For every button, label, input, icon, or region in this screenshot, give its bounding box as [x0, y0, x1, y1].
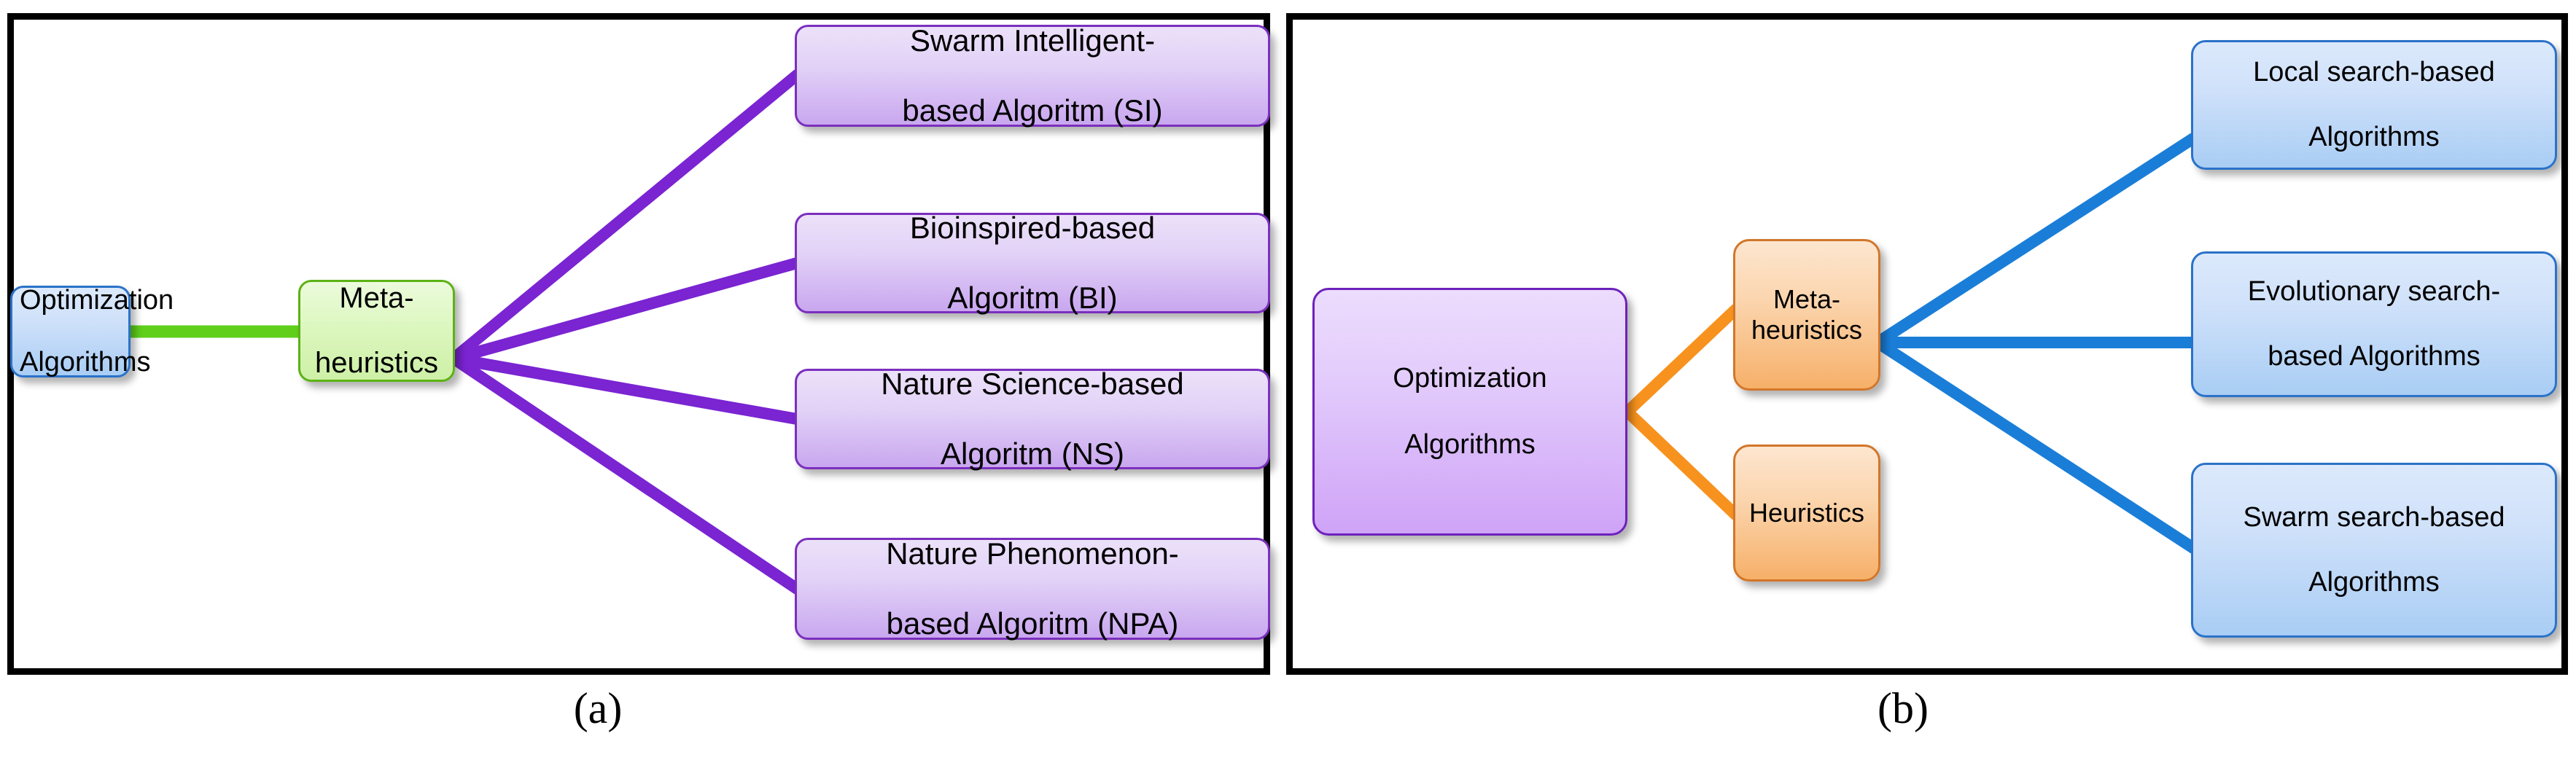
node-a-nature-science-based-label: Nature Science-based Algoritm (NS)	[804, 367, 1261, 471]
node-b-local-search-based-label: Local search-based Algorithms	[2201, 56, 2548, 154]
node-b-swarm-search-based-label: Swarm search-based Algorithms	[2201, 501, 2548, 599]
node-a-optimization-algorithms-label: Optimization Algorithms	[20, 285, 174, 378]
line-1: Swarm Intelligent-	[909, 23, 1156, 58]
line-2: Algorithms	[2308, 122, 2440, 153]
node-a-bioinspired-based-label: Bioinspired-based Algoritm (BI)	[804, 211, 1261, 316]
caption-panel-a: (a)	[573, 684, 623, 732]
node-b-swarm-search-based[interactable]: Swarm search-based Algorithms	[2191, 463, 2557, 638]
line-2: based Algorithms	[2268, 341, 2480, 372]
node-a-nature-phenomenon-based[interactable]: Nature Phenomenon- based Algoritm (NPA)	[795, 536, 1270, 641]
node-a-meta-heuristics-label: Meta- heuristics	[308, 282, 445, 380]
line-1: Optimization	[1393, 362, 1547, 394]
line-2: Algorithms	[2308, 567, 2440, 598]
line-2: Algorithms	[20, 347, 151, 378]
caption-panel-b: (b)	[1877, 684, 1929, 732]
node-b-heuristics[interactable]: Heuristics	[1733, 445, 1880, 582]
line-2: Algoritm (BI)	[947, 280, 1118, 315]
node-b-local-search-based[interactable]: Local search-based Algorithms	[2191, 40, 2557, 170]
node-a-swarm-intelligent-based-label: Swarm Intelligent- based Algoritm (SI)	[804, 23, 1261, 128]
line-1: Swarm search-based	[2243, 501, 2505, 533]
node-a-swarm-intelligent-based[interactable]: Swarm Intelligent- based Algoritm (SI)	[795, 23, 1270, 128]
line-1: Local search-based	[2253, 56, 2495, 87]
node-b-evolutionary-search-based-label: Evolutionary search- based Algorithms	[2201, 275, 2548, 373]
node-a-nature-phenomenon-based-label: Nature Phenomenon- based Algoritm (NPA)	[804, 536, 1261, 641]
line-1: Evolutionary search-	[2247, 275, 2501, 307]
node-a-bioinspired-based[interactable]: Bioinspired-based Algoritm (BI)	[795, 211, 1270, 316]
line-2: Algoritm (NS)	[940, 436, 1125, 471]
line-2: based Algoritm (NPA)	[886, 606, 1179, 641]
node-b-heuristics-label: Heuristics	[1748, 498, 1865, 528]
line-1: Nature Science-based	[881, 367, 1184, 402]
line-2: heuristics	[315, 347, 438, 380]
node-b-optimization-algorithms[interactable]: Optimization Algorithms	[1312, 288, 1627, 536]
line-1: Meta-	[339, 281, 414, 314]
line-2: based Algoritm (SI)	[902, 93, 1163, 128]
node-b-meta-heuristics-label: Meta-heuristics	[1751, 284, 1863, 345]
node-b-meta-heuristics[interactable]: Meta-heuristics	[1733, 239, 1880, 391]
node-a-optimization-algorithms[interactable]: Optimization Algorithms	[10, 285, 174, 378]
line-1: Nature Phenomenon-	[886, 536, 1179, 571]
node-a-nature-science-based[interactable]: Nature Science-based Algoritm (NS)	[795, 367, 1270, 471]
line-2: Algorithms	[1404, 428, 1536, 460]
node-b-optimization-algorithms-label: Optimization Algorithms	[1322, 362, 1618, 462]
line-1: Optimization	[20, 285, 174, 316]
node-b-evolutionary-search-based[interactable]: Evolutionary search- based Algorithms	[2191, 251, 2557, 397]
node-a-meta-heuristics[interactable]: Meta- heuristics	[298, 280, 455, 382]
line-1: Bioinspired-based	[909, 211, 1156, 246]
